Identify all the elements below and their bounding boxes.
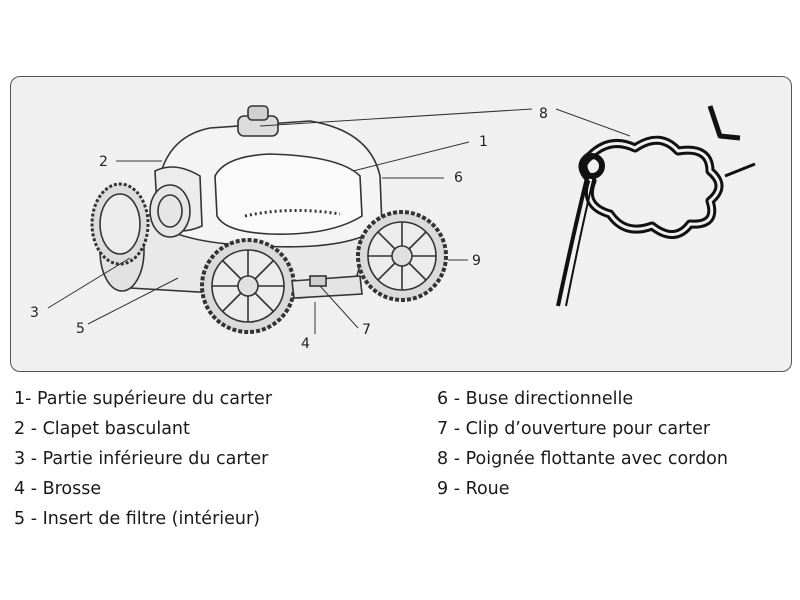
callout-3: 3 (30, 305, 39, 321)
legend-item: 1- Partie supérieure du carter (14, 389, 273, 409)
legend-item: 4 - Brosse (14, 479, 102, 499)
robot-diagram: 1 2 3 4 5 6 7 8 9 (30, 105, 756, 352)
brush-and-clip (291, 275, 363, 299)
legend-item: 3 - Partie inférieure du carter (14, 449, 269, 469)
legend-right: 6 - Buse directionnelle 7 - Clip d’ouver… (437, 384, 797, 504)
legend-item: 2 - Clapet basculant (14, 419, 190, 439)
callout-7: 7 (362, 322, 371, 338)
legend-left: 1- Partie supérieure du carter 2 - Clape… (14, 384, 414, 534)
legend-item: 8 - Poignée flottante avec cordon (437, 449, 728, 469)
rear-left-wheel (90, 182, 150, 266)
front-left-wheel (200, 238, 296, 334)
legend-item: 9 - Roue (437, 479, 510, 499)
callout-2: 2 (99, 154, 108, 170)
legend-item: 7 - Clip d’ouverture pour carter (437, 419, 711, 439)
callout-9: 9 (472, 253, 481, 269)
legend-item: 6 - Buse directionnelle (437, 389, 634, 409)
floating-handle (556, 105, 756, 307)
callout-numbers: 1 2 3 4 5 6 7 8 9 (30, 106, 548, 352)
callout-5: 5 (76, 321, 85, 337)
callout-8: 8 (539, 106, 548, 122)
front-right-wheel (356, 210, 448, 302)
leader-lines (47, 108, 631, 334)
callout-1: 1 (479, 134, 488, 150)
callout-6: 6 (454, 170, 463, 186)
callout-4: 4 (301, 336, 310, 352)
legend-item: 5 - Insert de filtre (intérieur) (14, 509, 260, 529)
